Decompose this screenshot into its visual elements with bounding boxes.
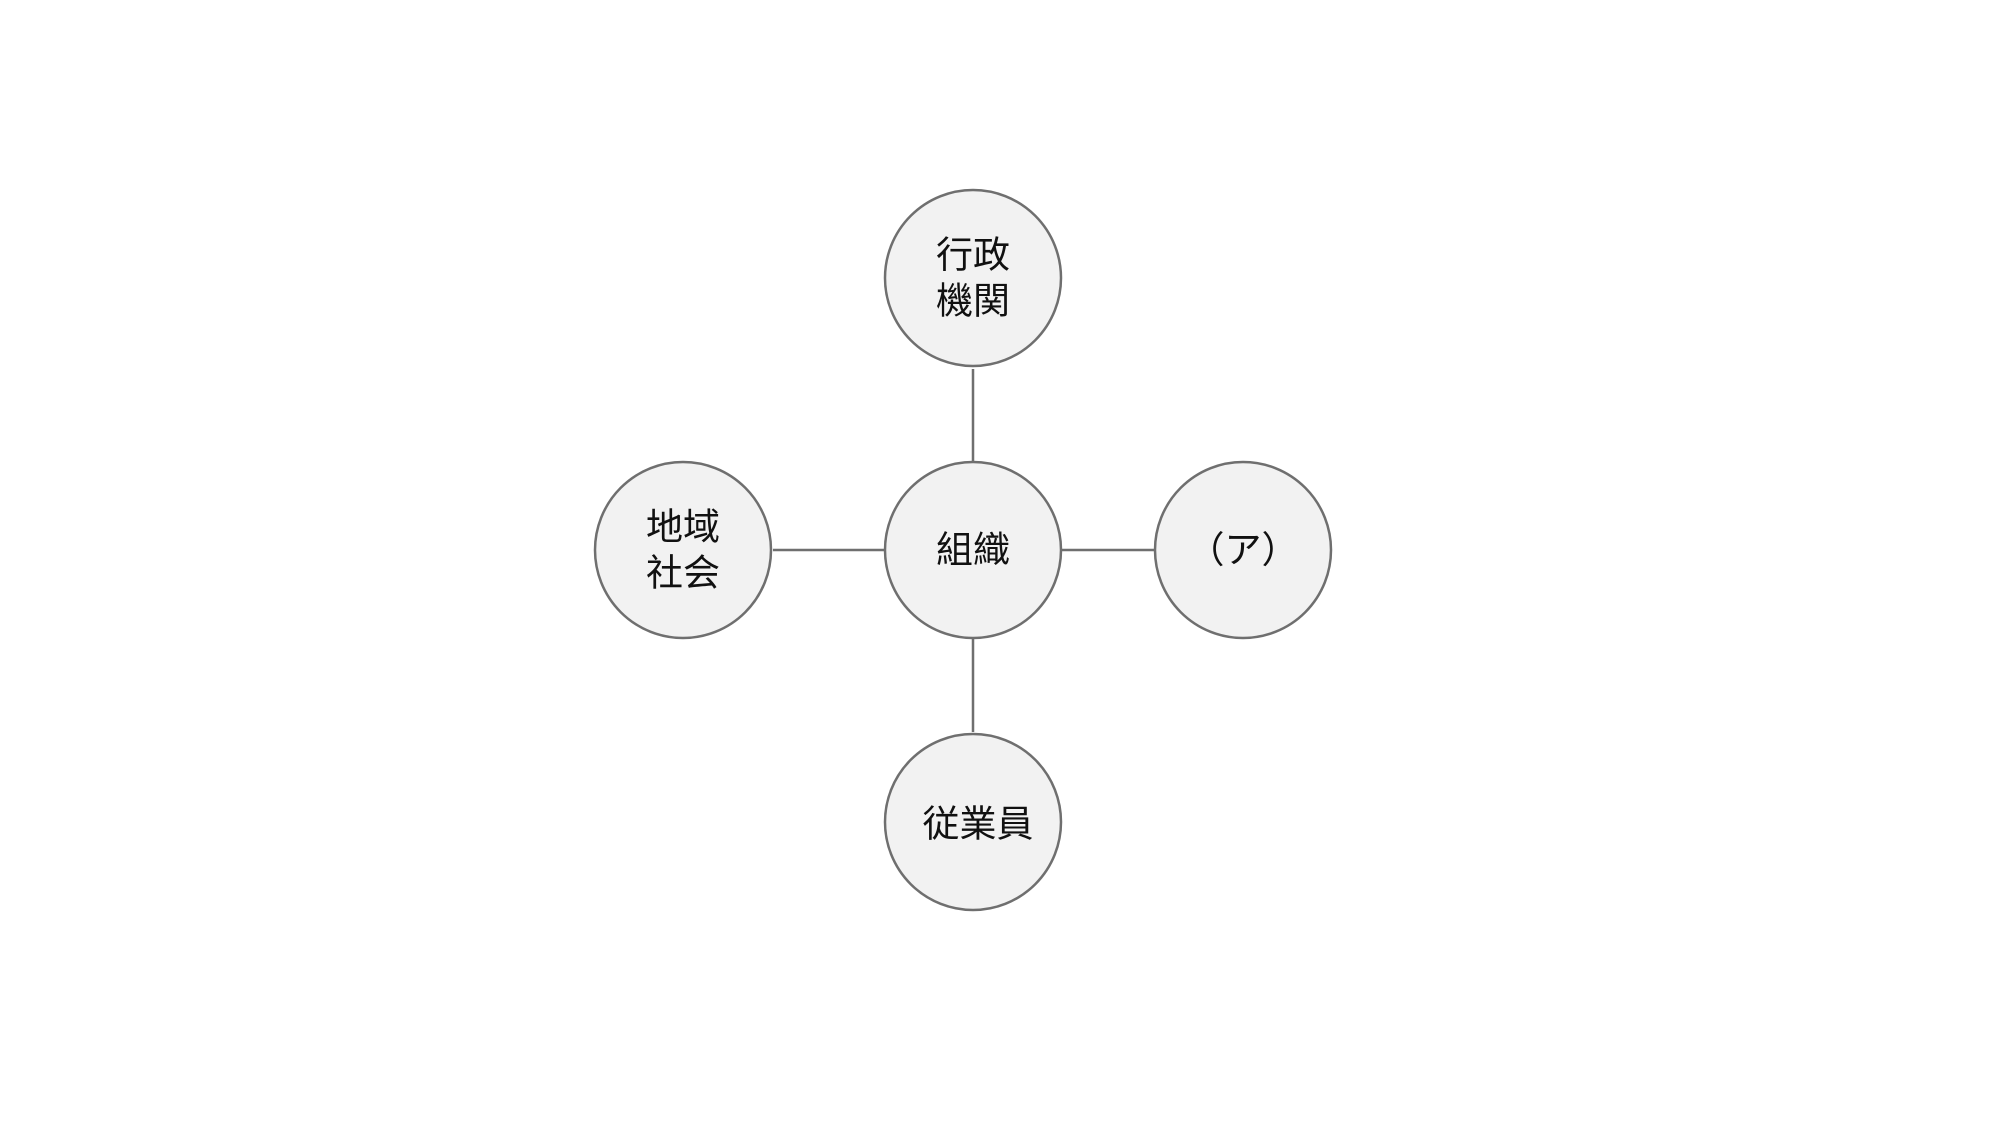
node-right-circle: [1153, 460, 1333, 640]
node-left-label-line-1: 地域: [646, 506, 720, 549]
node-top-circle: [883, 188, 1063, 368]
node-right-label: （ア）: [1188, 529, 1299, 572]
node-bottom-employees: 従業員: [883, 732, 1063, 912]
node-left-circle: [593, 460, 773, 640]
node-center-label: 組織: [936, 529, 1010, 572]
node-right-a: （ア）: [1153, 460, 1333, 640]
node-center-circle: [883, 460, 1063, 640]
node-bottom-circle: [883, 732, 1063, 912]
node-top-government: 行政 機関: [883, 188, 1063, 368]
node-center-organization: 組織: [883, 460, 1063, 640]
node-left-label-line-2: 社会: [646, 552, 720, 595]
node-bottom-label: 従業員: [923, 803, 1034, 846]
node-top-label-line-1: 行政: [936, 234, 1010, 277]
node-top-label-line-2: 機関: [936, 280, 1010, 323]
node-left-local-community: 地域 社会: [593, 460, 773, 640]
